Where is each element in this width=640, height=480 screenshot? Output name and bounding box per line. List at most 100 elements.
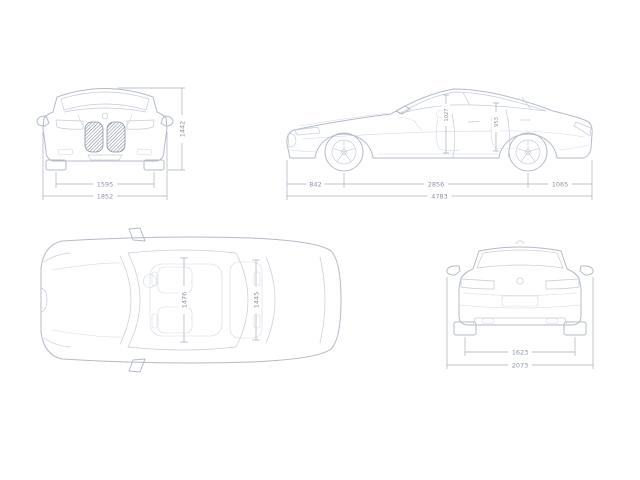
top-view: 1476 1445	[40, 227, 342, 373]
front-tire	[324, 132, 364, 172]
rear-taillight-right	[545, 278, 580, 290]
rear-diffuser	[472, 317, 568, 326]
side-kidney-grille	[287, 133, 297, 148]
top-hood-crease-right	[51, 329, 123, 338]
front-headlight-left	[55, 119, 84, 130]
top-headlight-right	[43, 337, 71, 348]
steering-column	[413, 120, 423, 132]
side-headlight	[294, 126, 321, 136]
rear-spokes	[517, 140, 539, 162]
side-hood-crease	[299, 112, 389, 127]
top-roof-side-left	[127, 249, 237, 254]
side-taillight	[573, 121, 592, 137]
rear-bumper-crease	[458, 304, 582, 309]
exhaust-left	[481, 318, 495, 324]
top-kidney-grille	[40, 287, 48, 313]
license-plate-recess	[501, 295, 539, 307]
front-height-label: 1442	[178, 121, 186, 138]
side-window-band	[398, 91, 547, 115]
front-lower-intake	[87, 154, 123, 161]
top-rear-window	[235, 252, 249, 348]
rear-window	[476, 249, 564, 269]
dashboard-line	[397, 116, 417, 123]
label-mask	[548, 179, 572, 189]
side-view: 1027 953 842 2856 1065 4783	[286, 88, 593, 201]
front-overhang-label: 842	[309, 181, 321, 189]
side-front-bumper-line	[289, 149, 319, 152]
label-mask	[177, 115, 187, 143]
rear-headrest-right	[253, 313, 261, 329]
side-interior	[397, 110, 515, 152]
front-overall-width-label: 1852	[97, 193, 114, 201]
brand-roundel-icon	[516, 277, 524, 285]
top-interior	[143, 261, 263, 339]
top-spoiler-line	[319, 256, 326, 344]
label-mask	[306, 179, 325, 189]
front-hood-line	[63, 107, 147, 113]
top-sunroof	[149, 263, 223, 337]
front-side-intake-left	[57, 148, 74, 156]
rear-rim	[515, 139, 541, 165]
side-b-pillar	[462, 92, 471, 106]
rear-seat-cushion	[494, 147, 515, 150]
front-track-width-label: 1595	[97, 181, 114, 189]
label-mask	[251, 286, 261, 314]
top-headlight-left	[43, 252, 71, 263]
side-mirror	[395, 105, 411, 115]
front-headrest-right	[151, 313, 158, 329]
front-spokes	[333, 140, 355, 162]
label-mask	[492, 112, 500, 132]
rear-taillight-left	[460, 278, 495, 290]
label-mask	[508, 360, 532, 370]
interior-width-front-label: 1476	[180, 292, 188, 309]
rear-width-mirrors-label: 2073	[512, 362, 529, 370]
front-tire-left	[45, 159, 67, 171]
overall-length-label: 4783	[431, 193, 448, 201]
brand-roundel-icon	[101, 112, 109, 120]
rear-bench	[229, 261, 263, 339]
label-mask	[93, 191, 117, 201]
front-mirror-left	[36, 115, 50, 127]
top-hood-crease-left	[51, 262, 123, 271]
headroom-front-label: 1027	[444, 108, 450, 121]
side-body-outline	[286, 88, 593, 159]
front-seat-right	[157, 306, 193, 334]
front-headlight-right	[126, 119, 155, 130]
rear-trunk-line	[462, 292, 578, 296]
top-cowl-line	[119, 255, 132, 345]
wheelbase-label: 2856	[428, 181, 445, 189]
front-view: 1442 1595 1852	[36, 87, 187, 201]
front-tire-right	[143, 159, 165, 171]
side-c-pillar	[521, 97, 531, 109]
top-mirror-right	[128, 358, 146, 373]
exhaust-right	[545, 318, 559, 324]
top-trunk-line	[265, 256, 276, 344]
rear-tire-left	[453, 321, 477, 336]
rear-view: 1623 2073	[446, 240, 594, 370]
front-wheel	[324, 132, 364, 172]
rear-mirror-left	[446, 265, 461, 276]
headroom-rear-label: 953	[494, 117, 500, 127]
front-body-outline	[42, 88, 168, 162]
kidney-grille-right	[106, 121, 126, 153]
label-mask	[93, 179, 117, 189]
rear-mirror-right	[579, 265, 594, 276]
steering-wheel	[143, 274, 157, 288]
label-mask	[427, 191, 452, 201]
interior-width-rear-label: 1445	[252, 292, 260, 309]
rear-headrest-left	[253, 271, 261, 287]
rear-wheel	[508, 132, 548, 172]
front-seat-back	[435, 117, 440, 150]
front-mirror-right	[160, 115, 174, 127]
front-headrest-left	[151, 271, 158, 287]
top-body-outline	[40, 236, 342, 364]
front-seat-cushion	[438, 148, 461, 152]
side-character-line	[301, 130, 585, 140]
front-windshield	[60, 91, 150, 111]
label-mask	[179, 286, 189, 314]
rear-tire-right	[563, 321, 587, 336]
side-door-handle-front	[467, 121, 480, 123]
label-mask	[424, 179, 448, 189]
